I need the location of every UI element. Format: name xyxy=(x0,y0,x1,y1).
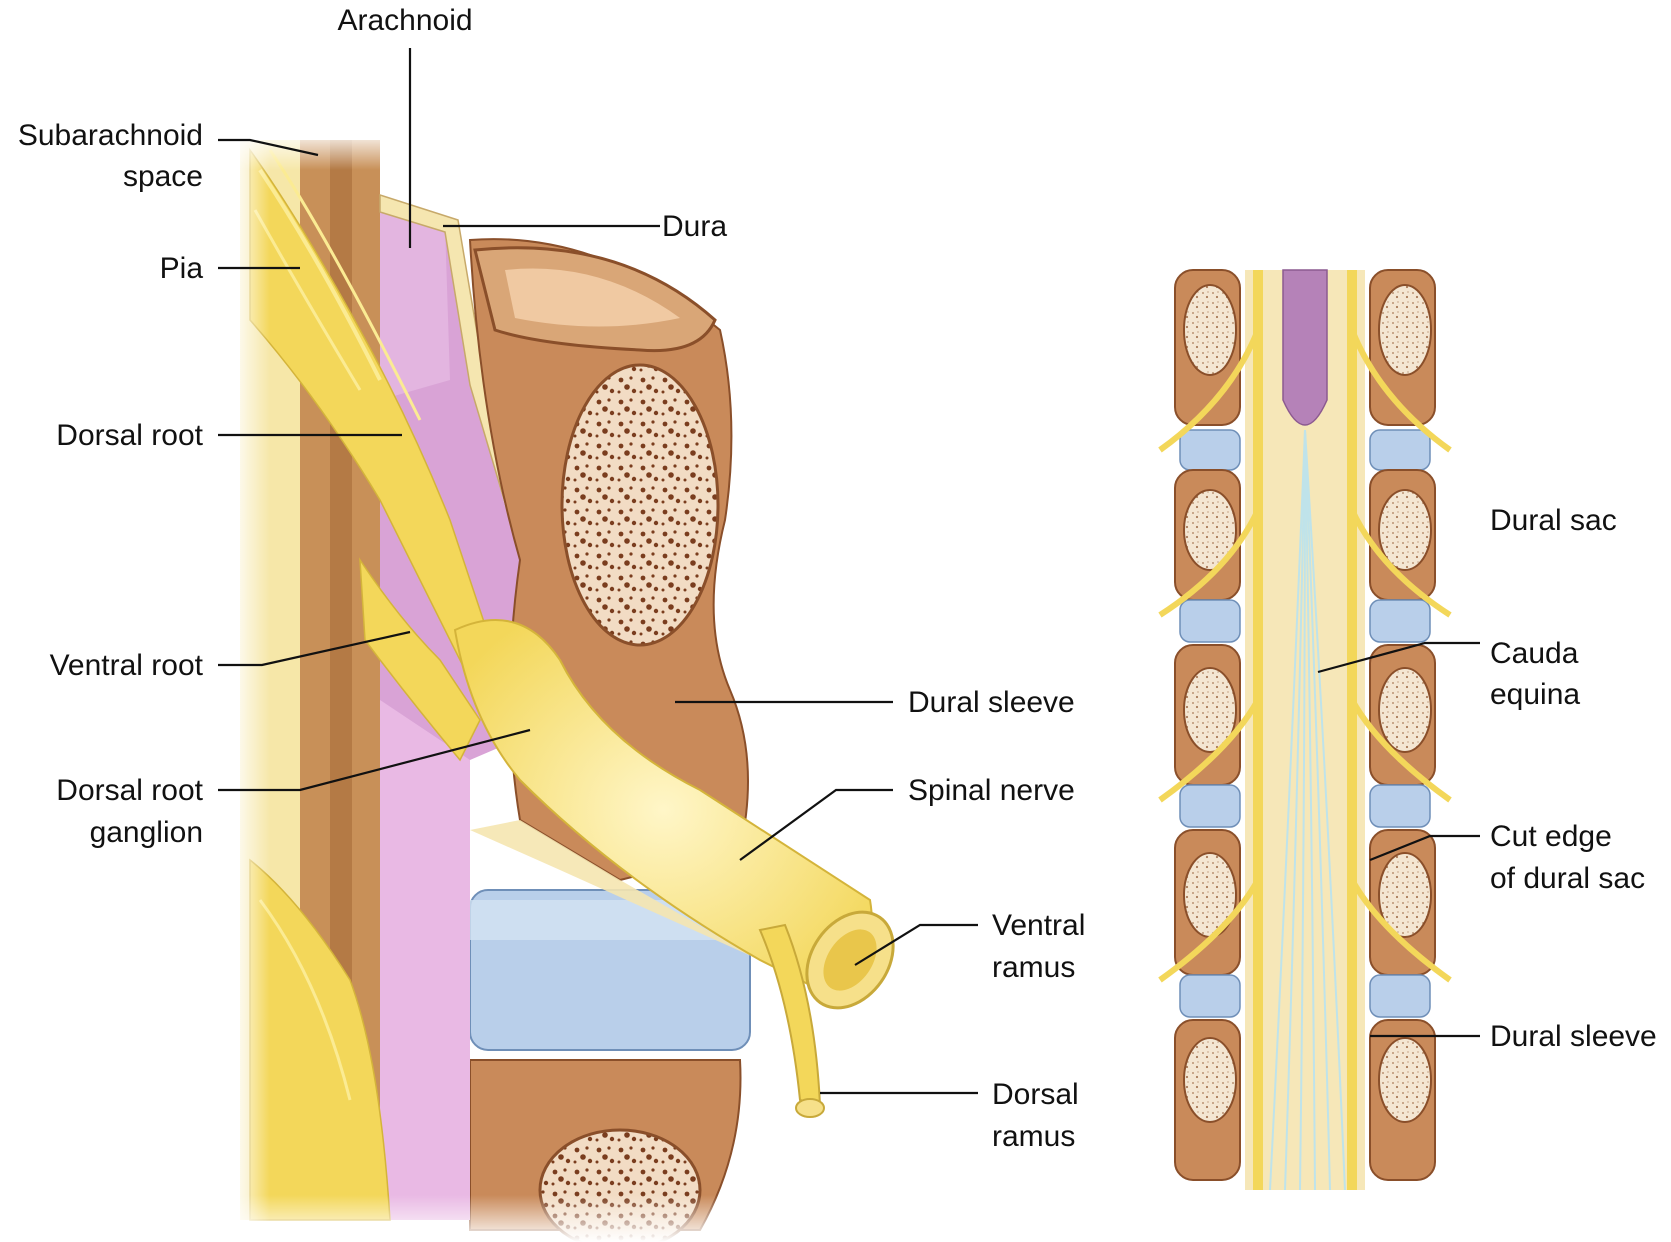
label-cauda-2: equina xyxy=(1490,678,1580,711)
ventral-root xyxy=(359,557,481,762)
label-dorsal-root: Dorsal root xyxy=(56,419,203,452)
labels: Arachnoid Subarachnoid space Dura Pia Do… xyxy=(18,4,1657,1153)
label-drg-2: ganglion xyxy=(90,816,203,849)
label-dorsal-ramus-2: ramus xyxy=(992,1120,1075,1153)
cauda-equina-fibers xyxy=(1269,429,1346,1191)
leader-lines xyxy=(218,48,1480,1095)
label-subarachnoid-2: space xyxy=(123,160,203,193)
label-dura: Dura xyxy=(662,210,727,243)
label-dural-sleeve: Dural sleeve xyxy=(908,686,1075,719)
label-ventral-ramus-2: ramus xyxy=(992,951,1075,984)
label-dural-sac: Dural sac xyxy=(1490,504,1617,537)
vertebral-body-cancellous xyxy=(560,363,720,647)
label-ventral-ramus-1: Ventral xyxy=(992,909,1085,942)
label-subarachnoid-1: Subarachnoid xyxy=(18,119,203,152)
label-pia: Pia xyxy=(160,252,204,285)
label-arachnoid: Arachnoid xyxy=(337,4,472,37)
exiting-nerve-roots xyxy=(1158,328,1452,983)
label-spinal-nerve: Spinal nerve xyxy=(908,774,1075,807)
label-cut-edge-1: Cut edge xyxy=(1490,820,1612,853)
conus-medullaris xyxy=(1282,269,1328,426)
left-illustration xyxy=(230,130,895,1242)
label-cauda-1: Cauda xyxy=(1490,637,1579,670)
dorsal-root xyxy=(249,147,491,682)
label-drg-1: Dorsal root xyxy=(56,774,203,807)
label-cut-edge-2: of dural sac xyxy=(1490,862,1645,895)
label-ventral-root: Ventral root xyxy=(50,649,204,682)
right-illustration xyxy=(1158,269,1452,1191)
right-right-vertebrae xyxy=(1369,269,1436,1181)
label-dural-sleeve-right: Dural sleeve xyxy=(1490,1020,1657,1053)
label-dorsal-ramus-1: Dorsal xyxy=(992,1078,1079,1111)
